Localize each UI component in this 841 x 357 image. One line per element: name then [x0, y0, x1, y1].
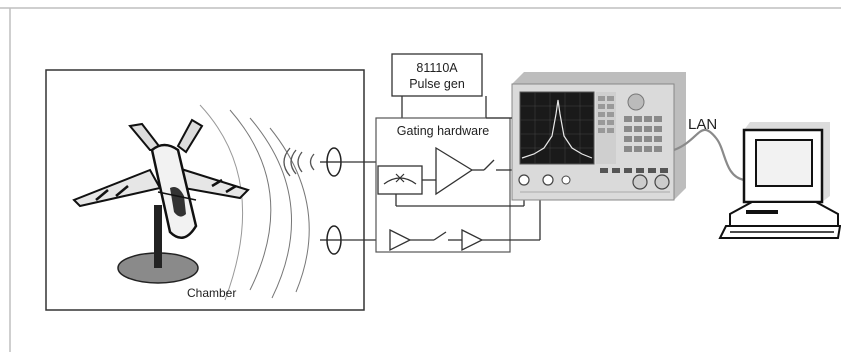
- pulse-generator-name: Pulse gen: [409, 77, 465, 91]
- computer-icon: [718, 122, 841, 239]
- fighter-jet-icon: [72, 118, 250, 239]
- target-pedestal: [117, 205, 199, 284]
- network-analyzer: [511, 72, 686, 201]
- transmit-antenna-icon: [320, 147, 378, 177]
- pulse-generator-model: 81110A: [416, 61, 458, 75]
- transmit-path: [377, 146, 527, 207]
- analyzer-screen: [519, 91, 595, 165]
- pulse-generator-box: [391, 53, 487, 118]
- radar-waves-icon: [283, 147, 315, 177]
- lan-label: LAN: [688, 116, 718, 133]
- lan-cable: [673, 128, 745, 182]
- outer-frame: [0, 7, 841, 352]
- pulse-generator-label: 81110A Pulse gen: [392, 60, 482, 92]
- gating-hardware-label: Gating hardware: [396, 124, 490, 138]
- receive-path: [389, 175, 551, 252]
- anechoic-chamber: [45, 69, 365, 311]
- chamber-label: Chamber: [187, 286, 237, 300]
